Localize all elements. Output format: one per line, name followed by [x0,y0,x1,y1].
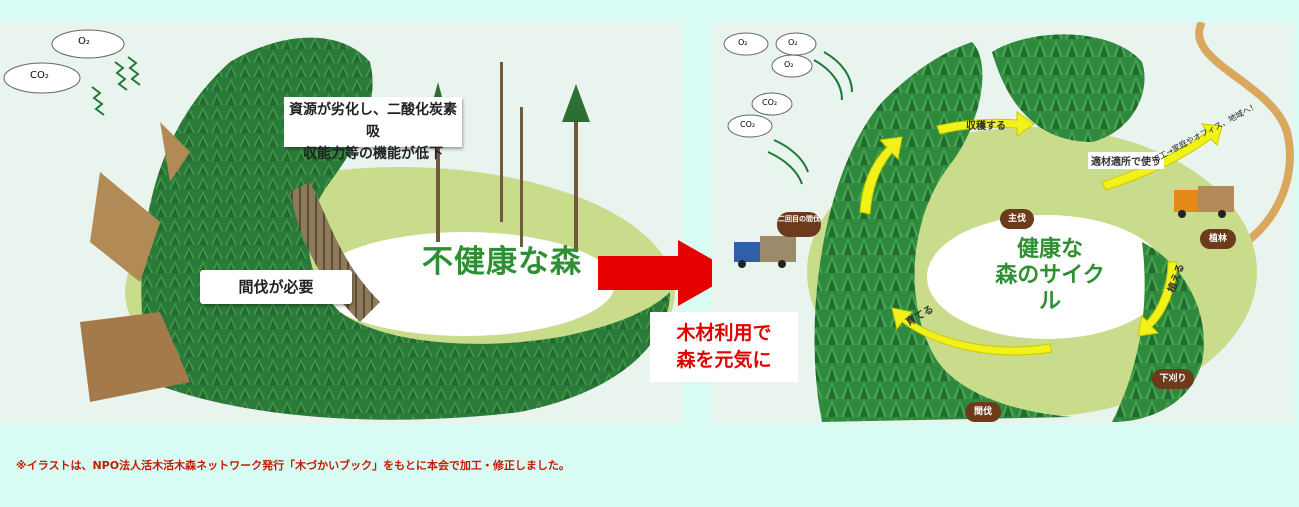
healthy-line-1: 健康な [1016,237,1083,262]
main-cutting-tag: 主伐 [1000,209,1034,229]
thinning-tag: 間伐 [965,402,1001,422]
o2-label: O₂ [78,36,90,47]
cycle-arrow-harvest [936,111,1035,137]
weeding-tag: 下刈り [1152,369,1194,389]
co2-cloud-1 [751,92,793,116]
co2-label: CO₂ [30,70,49,81]
o2-label-2: O₂ [788,38,798,47]
use-right-place-label: 適材適所で使う [1088,152,1164,169]
log-truck-left [734,236,796,268]
co2-cloud [3,62,81,94]
thinning-needed-label: 間伐が必要 [200,270,352,304]
forest-left [814,42,1072,422]
co2-label-1: CO₂ [762,98,778,107]
cycle-arrows [859,111,1223,356]
harvest-label: 収穫する [966,121,1006,132]
crowded-trunks [290,182,380,322]
o2-cloud-1 [723,32,769,56]
co2-label-2: CO₂ [740,120,756,129]
cycle-arrow-up [859,136,903,215]
o2-label-3: O₂ [784,60,794,69]
planting-tag: 植林 [1200,229,1236,249]
clearing-right [927,215,1167,339]
wood-use-caption: 木材利用で 森を元気に [650,312,798,382]
degradation-line-1: 資源が劣化し、二酸化炭素吸 [289,102,457,140]
o2-cloud [51,29,125,59]
dense-forest [141,37,671,420]
gas-arrows-right [767,51,853,185]
log-truck-right [1174,186,1234,218]
degradation-caption: 資源が劣化し、二酸化炭素吸 収能力等の機能が低下 [284,97,462,162]
gas-arrows [91,56,141,116]
unhealthy-forest-illustration: O₂ CO₂ [0,22,682,424]
o2-label-1: O₂ [738,38,748,47]
healthy-cycle-title: 健康な 森のサイクル [985,237,1115,315]
o2-cloud-3 [771,54,813,78]
big-arrow-icon [598,240,736,306]
panel-corner [6,404,176,424]
forest-top [992,34,1145,142]
degradation-line-2: 収能力等の機能が低下 [303,146,443,162]
wood-use-line-2: 森を元気に [676,349,772,371]
healthy-forest-drawing [723,22,1294,422]
unhealthy-forest-title: 不健康な森 [422,244,582,280]
road [1195,22,1294,256]
clearing [315,232,615,336]
dead-trees [80,122,190,402]
unhealthy-forest-drawing [3,29,675,420]
second-thinning-tag: 二回目の間伐 [777,212,821,237]
wood-use-line-1: 木材利用で [676,322,772,344]
cycle-arrow-grow [891,307,1053,356]
co2-cloud-2 [727,114,773,138]
cycle-arrow-plant [1137,261,1178,337]
footnote: ※イラストは、NPO法人活木活木森ネットワーク発行「木づかいブック」をもとに本会… [16,459,570,472]
healthy-line-2: 森のサイクル [995,263,1105,314]
